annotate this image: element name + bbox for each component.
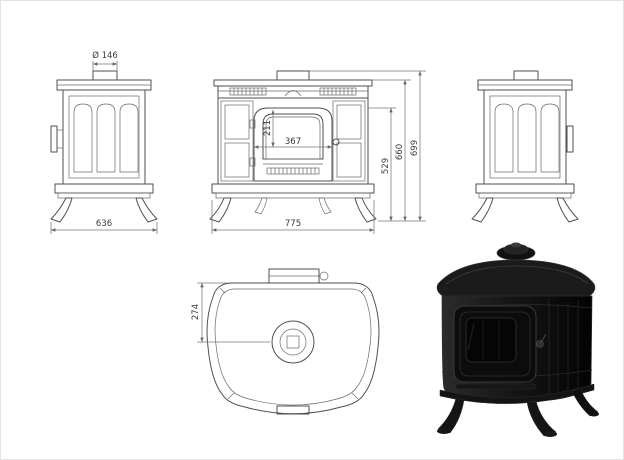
side-panel — [119, 103, 139, 173]
flue-diameter-label: Ø 146 — [92, 50, 118, 61]
stove-body — [62, 89, 146, 185]
dim-flue-diameter: Ø 146 — [92, 50, 118, 71]
front-view: 367 211 775 529 660 699 — [209, 70, 426, 234]
dim-door-glass-height: 211 — [263, 110, 275, 147]
flue-box-knob — [319, 271, 329, 281]
top-grille-right — [319, 87, 357, 96]
front-latch — [276, 405, 310, 415]
side-panel — [494, 103, 514, 173]
stove-body — [217, 97, 369, 185]
door-width-label: 367 — [285, 137, 301, 147]
door-hinge — [249, 119, 256, 129]
top-grille-left — [229, 87, 267, 96]
door-handle-side — [566, 125, 574, 153]
door-handle-knob — [332, 138, 340, 146]
side-width-label: 636 — [96, 219, 112, 229]
legs — [50, 197, 158, 223]
top-ornament — [284, 90, 302, 97]
side-view-left: Ø 146 636 — [50, 50, 158, 234]
door-handle-side — [50, 125, 63, 153]
door-glass — [465, 317, 517, 363]
ash-lip — [455, 383, 537, 390]
chimney-lid — [496, 242, 536, 261]
door-window — [262, 113, 324, 160]
stove-top — [436, 259, 596, 299]
total-height-label: 699 — [410, 140, 420, 156]
right-column — [332, 100, 366, 182]
base — [211, 183, 375, 199]
dim-heights: 529 660 699 — [309, 70, 426, 222]
bottom-skirt — [439, 383, 595, 404]
flue-pipe — [276, 70, 310, 81]
product-render-3d — [436, 242, 599, 437]
dim-front-width: 775 — [211, 200, 375, 234]
dim-side-width: 636 — [50, 219, 158, 234]
top-depth-label: 274 — [191, 304, 201, 320]
door-glass-height-label: 211 — [263, 120, 273, 136]
body-height-label: 529 — [381, 158, 391, 174]
door — [249, 107, 340, 182]
side-panel — [73, 103, 93, 173]
legs — [209, 197, 377, 223]
side-panel — [517, 103, 537, 173]
legs-3d — [437, 387, 599, 437]
door-hinge — [249, 157, 256, 167]
side-panel — [540, 103, 560, 173]
base — [475, 183, 575, 199]
left-column — [220, 100, 254, 182]
side-ribs — [557, 300, 579, 392]
side-panel — [96, 103, 116, 173]
top-plate — [477, 79, 573, 91]
base — [54, 183, 154, 199]
top-plate-outline — [206, 282, 380, 415]
door-vent — [266, 167, 320, 175]
dim-door-width: 367 — [254, 137, 332, 149]
top-plate-height-label: 660 — [395, 144, 405, 160]
stove-body — [483, 89, 567, 185]
legs — [471, 197, 579, 223]
door-3d — [453, 305, 547, 390]
top-plate — [56, 79, 152, 91]
flue-hole — [271, 320, 315, 364]
flue-collar — [92, 70, 118, 81]
dim-top-depth: 274 — [191, 282, 270, 343]
top-view: 274 — [191, 268, 380, 415]
side-view-right — [471, 70, 579, 223]
corner-details — [219, 287, 367, 400]
front-width-label: 775 — [285, 219, 301, 229]
flue-collar — [513, 70, 539, 81]
flue-connection-box — [268, 268, 329, 284]
